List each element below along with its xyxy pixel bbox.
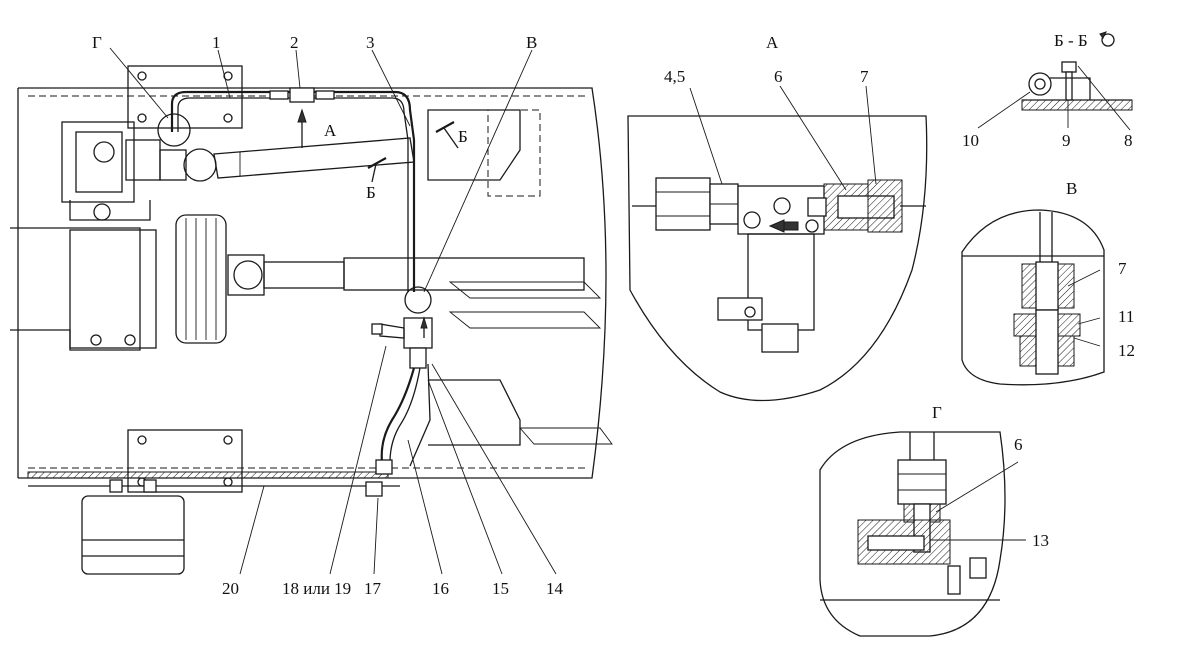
callout-v: В (526, 33, 537, 52)
callout-g: Г (92, 33, 102, 52)
callout-17: 17 (364, 579, 382, 598)
view-a-detail (627, 85, 928, 402)
section-bb-callout-10: 10 (962, 131, 979, 150)
callout-3: 3 (366, 33, 375, 52)
view-g-title: Г (932, 403, 942, 422)
view-v-detail (961, 209, 1105, 386)
section-bb-callout-9: 9 (1062, 131, 1071, 150)
view-v-callout-7: 7 (1118, 259, 1127, 278)
callout-20: 20 (222, 579, 239, 598)
callout-18-or-19: 18 или 19 (282, 579, 351, 598)
view-v-title: В (1066, 179, 1077, 198)
view-g-callout-6: 6 (1014, 435, 1023, 454)
callout-15: 15 (492, 579, 509, 598)
callout-16: 16 (432, 579, 449, 598)
callout-b2: Б (366, 183, 376, 202)
section-bb-title: Б - Б (1054, 31, 1088, 50)
view-a-callout-7: 7 (860, 67, 869, 86)
section-bb-callout-8: 8 (1124, 131, 1133, 150)
callout-14: 14 (546, 579, 564, 598)
view-v-callout-12: 12 (1118, 341, 1135, 360)
view-a-callout-6: 6 (774, 67, 783, 86)
callout-a: А (324, 121, 337, 140)
view-a-title: А (766, 33, 779, 52)
callout-1: 1 (212, 33, 221, 52)
main-assembly-view (10, 47, 613, 575)
view-a-callout-4-5: 4,5 (664, 67, 685, 86)
callout-2: 2 (290, 33, 299, 52)
view-v-callout-11: 11 (1118, 307, 1134, 326)
circle-arrow-icon (1099, 31, 1115, 47)
view-g-detail (819, 431, 1026, 637)
callout-b1: Б (458, 127, 468, 146)
view-g-callout-13: 13 (1032, 531, 1049, 550)
section-bb-detail (977, 61, 1133, 131)
